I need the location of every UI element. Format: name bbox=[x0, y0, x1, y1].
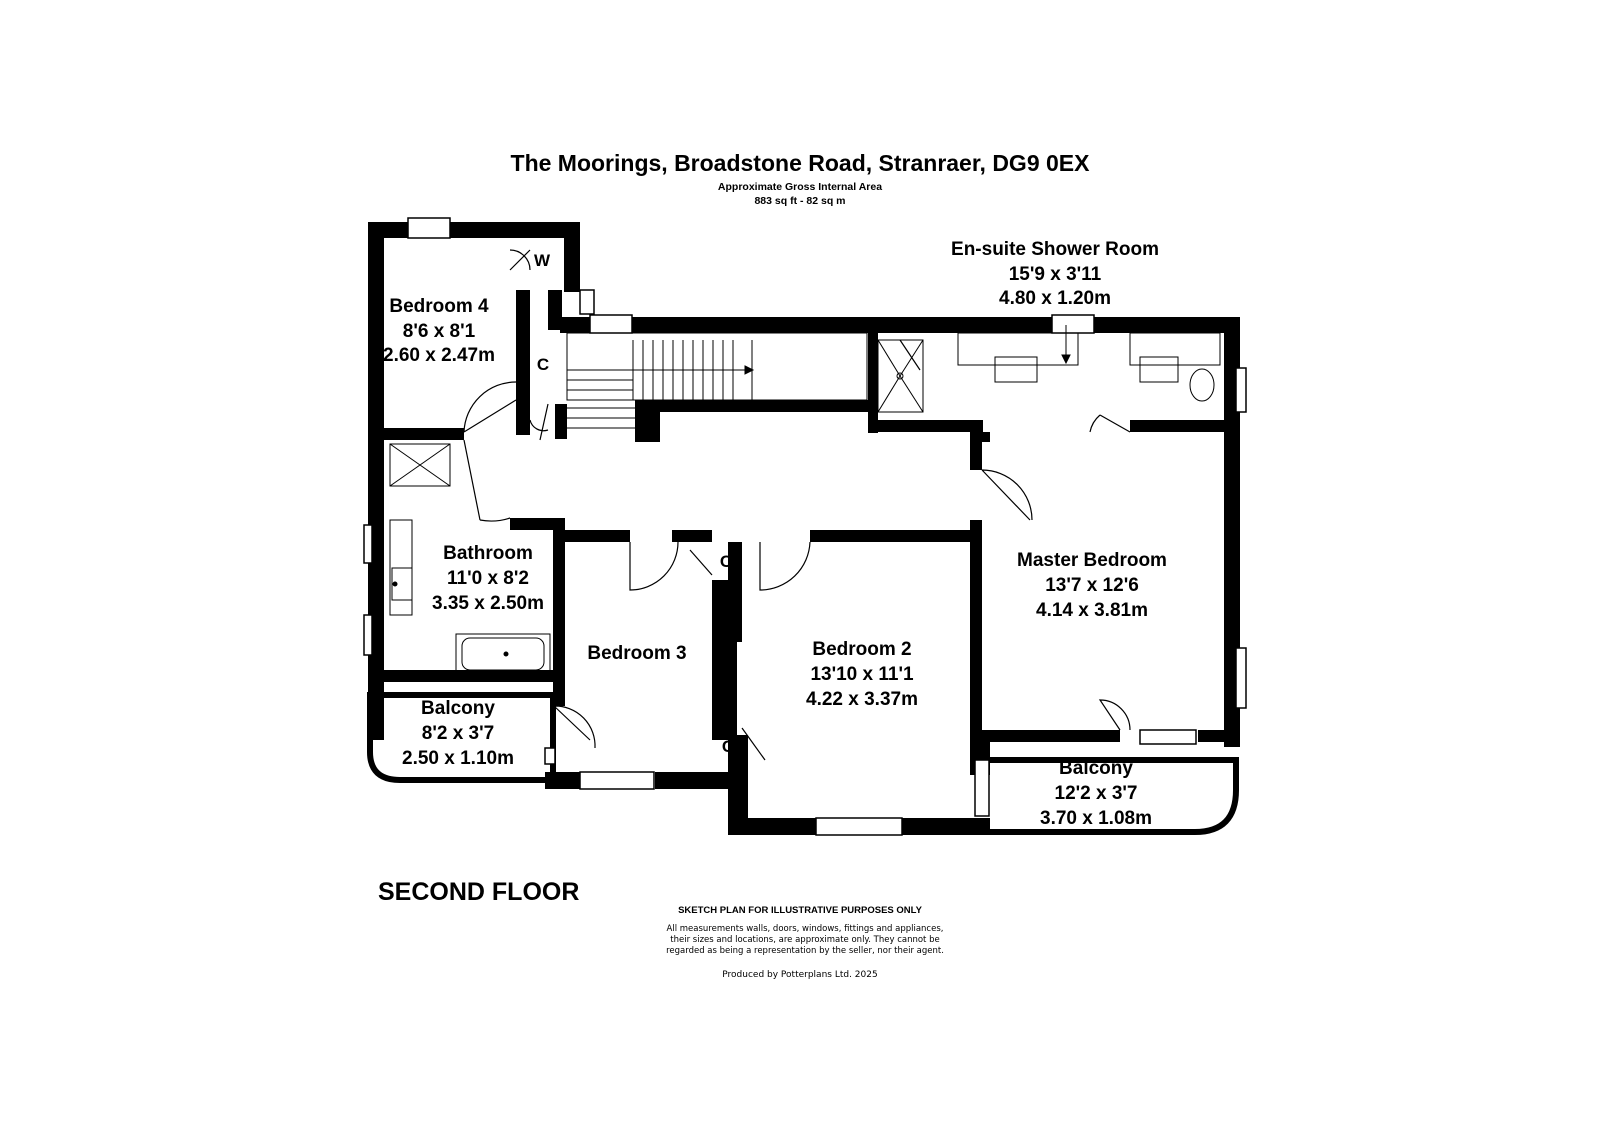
windows bbox=[363, 217, 1247, 836]
wardrobe-label: W bbox=[534, 251, 551, 270]
room-name: Balcony bbox=[1059, 758, 1133, 779]
room-bedroom2: Bedroom 2 13'10 x 11'1 4.22 x 3.37m bbox=[806, 639, 918, 710]
room-ensuite: En-suite Shower Room 15'9 x 3'11 4.80 x … bbox=[951, 239, 1159, 309]
area-value: 883 sq ft - 82 sq m bbox=[754, 195, 846, 207]
produced-by: Produced by Potterplans Ltd. 2025 bbox=[722, 970, 878, 980]
disclaimer-body: All measurements walls, doors, windows, … bbox=[666, 924, 944, 956]
doors bbox=[463, 249, 1131, 761]
walls bbox=[368, 222, 1240, 835]
balcony-left-outline bbox=[367, 692, 556, 783]
room-imperial: 15'9 x 3'11 bbox=[1009, 264, 1102, 285]
disclaimer-title: SKETCH PLAN FOR ILLUSTRATIVE PURPOSES ON… bbox=[678, 905, 922, 916]
room-metric: 2.60 x 2.47m bbox=[383, 345, 495, 366]
room-name: Bedroom 3 bbox=[587, 643, 686, 664]
room-balcony-left: Balcony 8'2 x 3'7 2.50 x 1.10m bbox=[402, 698, 514, 769]
fittings bbox=[389, 325, 1221, 675]
room-name: Master Bedroom bbox=[1017, 550, 1167, 571]
room-name: Bedroom 2 bbox=[812, 639, 911, 660]
area-label: Approximate Gross Internal Area bbox=[717, 181, 883, 193]
room-balcony-right: Balcony 12'2 x 3'7 3.70 x 1.08m bbox=[1040, 758, 1152, 829]
room-master-bedroom: Master Bedroom 13'7 x 12'6 4.14 x 3.81m bbox=[1017, 550, 1167, 621]
room-name: Bathroom bbox=[443, 543, 533, 564]
cupboard-label: C bbox=[537, 355, 549, 374]
room-name: Balcony bbox=[421, 698, 495, 719]
staircase bbox=[566, 332, 868, 429]
room-bathroom: Bathroom 11'0 x 8'2 3.35 x 2.50m bbox=[432, 543, 544, 614]
room-metric: 3.35 x 2.50m bbox=[432, 593, 544, 614]
room-imperial: 13'10 x 11'1 bbox=[810, 664, 914, 685]
room-imperial: 8'6 x 8'1 bbox=[403, 321, 476, 342]
balcony-right-outline bbox=[990, 757, 1239, 835]
room-metric: 4.80 x 1.20m bbox=[999, 288, 1111, 309]
floor-label: SECOND FLOOR bbox=[378, 878, 580, 906]
room-bedroom3: Bedroom 3 bbox=[587, 643, 686, 664]
room-imperial: 13'7 x 12'6 bbox=[1045, 575, 1139, 596]
room-metric: 3.70 x 1.08m bbox=[1040, 808, 1152, 829]
room-metric: 2.50 x 1.10m bbox=[402, 748, 514, 769]
room-bedroom4: Bedroom 4 8'6 x 8'1 2.60 x 2.47m bbox=[383, 296, 495, 366]
room-imperial: 8'2 x 3'7 bbox=[422, 723, 494, 744]
room-metric: 4.22 x 3.37m bbox=[806, 689, 918, 710]
cupboard-label: C bbox=[720, 552, 732, 571]
room-imperial: 11'0 x 8'2 bbox=[447, 568, 529, 589]
room-metric: 4.14 x 3.81m bbox=[1036, 600, 1148, 621]
address-title: The Moorings, Broadstone Road, Stranraer… bbox=[510, 150, 1090, 176]
room-name: Bedroom 4 bbox=[389, 296, 489, 317]
room-name: En-suite Shower Room bbox=[951, 239, 1159, 260]
room-imperial: 12'2 x 3'7 bbox=[1055, 783, 1138, 804]
cupboard-label: C bbox=[722, 737, 734, 756]
